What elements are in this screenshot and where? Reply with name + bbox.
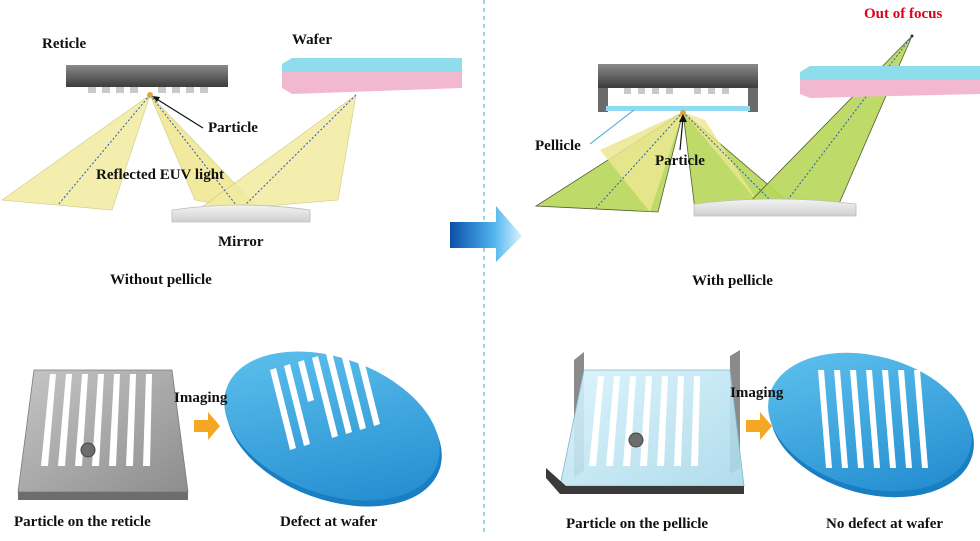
caption-no-defect-at-wafer: No defect at wafer	[826, 516, 944, 532]
label-pellicle: Pellicle	[535, 138, 581, 154]
reticle-lines	[41, 374, 152, 466]
label-imaging-left: Imaging	[174, 390, 228, 406]
label-wafer: Wafer	[292, 32, 332, 48]
reticle-pattern	[88, 87, 208, 93]
label-reflected-euv: Reflected EUV light	[96, 167, 225, 183]
wafer-lines	[818, 370, 928, 468]
pellicle-membrane	[606, 106, 750, 111]
beam-left-out	[193, 94, 357, 213]
pellicle-lines	[589, 376, 700, 466]
caption-particle-on-pellicle: Particle on the pellicle	[566, 516, 709, 532]
label-particle: Particle	[208, 120, 258, 136]
caption-defect-at-wafer: Defect at wafer	[280, 514, 378, 530]
left-optics	[1, 58, 462, 223]
wafer-bottom-layer	[282, 72, 462, 94]
reticle-frame	[598, 64, 758, 88]
wafer-bottom-layer	[800, 80, 980, 98]
caption-without-pellicle: Without pellicle	[110, 272, 212, 288]
wafer-top-layer	[282, 58, 462, 72]
label-mirror: Mirror	[218, 234, 264, 250]
transition-arrow	[450, 206, 522, 262]
label-particle-right: Particle	[655, 153, 705, 169]
label-imaging-right: Imaging	[730, 385, 784, 401]
beam-right-mid-yellow	[683, 112, 760, 205]
caption-with-pellicle: With pellicle	[692, 273, 773, 289]
reticle-particle	[80, 442, 96, 458]
pellicle-particle	[628, 432, 644, 448]
right-pellicle-plate	[546, 350, 745, 494]
left-reticle-plate	[17, 369, 189, 500]
mirror	[693, 198, 857, 217]
wafer-lines	[270, 344, 380, 450]
defect-wafer-disk	[224, 344, 442, 507]
label-out-of-focus: Out of focus	[864, 6, 943, 22]
focus-point	[910, 34, 914, 38]
beam-right-out	[738, 35, 913, 213]
mirror	[171, 204, 311, 223]
label-reticle: Reticle	[42, 36, 87, 52]
imaging-arrow-right	[746, 412, 772, 440]
clean-wafer-disk	[768, 352, 974, 498]
particle-dot	[147, 92, 153, 98]
beam-left-in	[1, 94, 151, 211]
reticle-pattern	[624, 88, 729, 94]
reticle-block	[66, 65, 228, 87]
right-optics	[534, 34, 980, 217]
particle-dot	[680, 110, 686, 116]
imaging-arrow-left	[194, 412, 220, 440]
wafer-top-layer	[800, 66, 980, 80]
caption-particle-on-reticle: Particle on the reticle	[14, 514, 151, 530]
beam-right-in-yellow	[600, 112, 683, 212]
